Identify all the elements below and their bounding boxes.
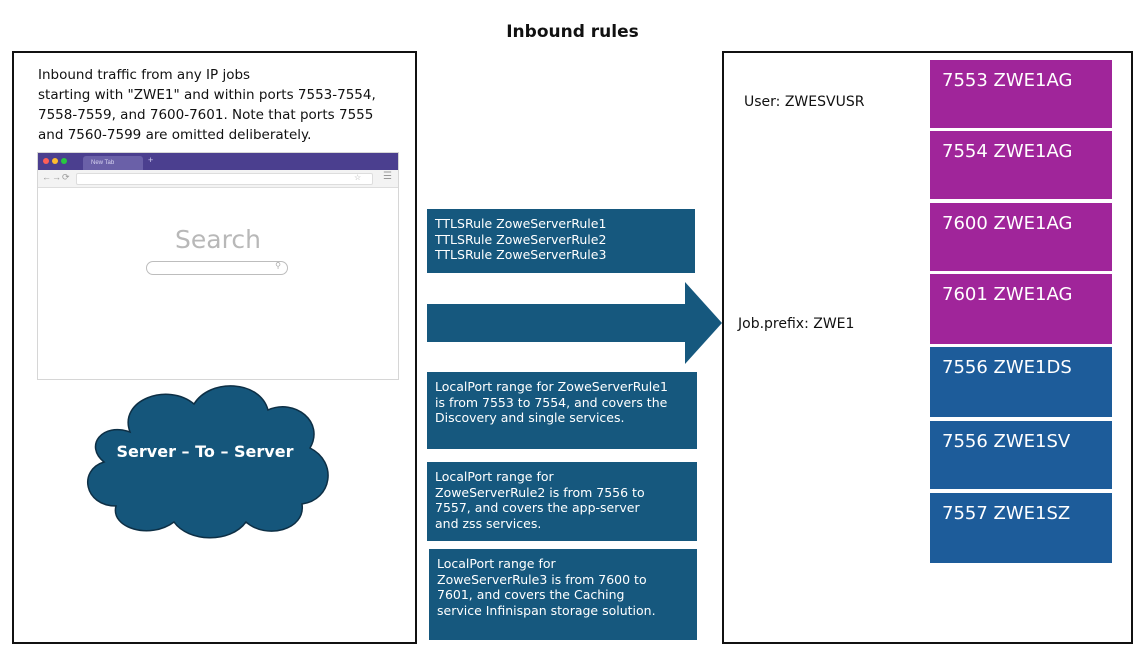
- bookmark-star-icon: ☆: [354, 173, 362, 182]
- new-tab-icon: +: [148, 155, 154, 165]
- search-box: ⚲: [146, 261, 288, 275]
- address-bar: [76, 173, 373, 185]
- left-panel: Inbound traffic from any IP jobs startin…: [12, 51, 417, 644]
- rule2-line: 7557, and covers the app-server: [435, 500, 640, 515]
- close-dot-icon: [43, 158, 49, 164]
- port-block-7554: 7554 ZWE1AG: [930, 131, 1112, 199]
- cloud-label: Server – To – Server: [116, 442, 294, 461]
- browser-window-illustration: New Tab + ←→⟳ ☆ ☰ Search ⚲: [37, 152, 399, 380]
- rule2-line: ZoweServerRule2 is from 7556 to: [435, 484, 645, 500]
- port-block-7557: 7557 ZWE1SZ: [930, 493, 1112, 563]
- cloud-shape: [87, 385, 329, 539]
- rule3-line: 7601, and covers the Caching: [437, 587, 625, 602]
- rule1-line: is from 7553 to 7554, and covers the: [435, 394, 668, 410]
- browser-tab: New Tab: [83, 156, 143, 170]
- ttls-rule-line: TTLSRule ZoweServerRule3: [435, 247, 607, 262]
- job-prefix-label: Job.prefix: ZWE1: [738, 316, 855, 332]
- ttls-rule-line: TTLSRule ZoweServerRule1: [435, 216, 607, 231]
- ttls-rules-box: TTLSRule ZoweServerRule1 TTLSRule ZoweSe…: [427, 209, 695, 273]
- search-word: Search: [175, 225, 261, 254]
- maximize-dot-icon: [61, 158, 67, 164]
- user-label: User: ZWESVUSR: [744, 94, 865, 110]
- nav-arrows-icon: ←→⟳: [42, 172, 71, 182]
- rule3-line: LocalPort range for: [437, 556, 556, 571]
- port-block-7556-ds: 7556 ZWE1DS: [930, 347, 1112, 417]
- flow-arrow: [427, 282, 722, 364]
- minimize-dot-icon: [52, 158, 58, 164]
- browser-nav-bar: ←→⟳ ☆ ☰: [38, 170, 398, 188]
- ttls-rule-line: TTLSRule ZoweServerRule2: [435, 231, 607, 247]
- rule3-description-box: LocalPort range for ZoweServerRule3 is f…: [429, 549, 697, 640]
- port-block-7556-sv: 7556 ZWE1SV: [930, 421, 1112, 489]
- port-block-7600: 7600 ZWE1AG: [930, 203, 1112, 271]
- diagram-title: Inbound rules: [506, 22, 639, 42]
- arrow-shape: [427, 282, 722, 364]
- description-line: 7558-7559, and 7600-7601. Note that port…: [38, 107, 374, 123]
- description-line: starting with "ZWE1" and within ports 75…: [38, 87, 376, 103]
- rule1-description-box: LocalPort range for ZoweServerRule1 is f…: [427, 372, 697, 449]
- search-icon: ⚲: [275, 261, 281, 270]
- description-line: and 7560-7599 are omitted deliberately.: [38, 127, 312, 143]
- menu-icon: ☰: [383, 171, 392, 182]
- port-block-7553: 7553 ZWE1AG: [930, 60, 1112, 128]
- rule3-line: service Infinispan storage solution.: [437, 602, 656, 618]
- rule1-line: LocalPort range for ZoweServerRule1: [435, 379, 668, 394]
- description-line: Inbound traffic from any IP jobs: [38, 67, 251, 83]
- server-to-server-cloud: Server – To – Server: [70, 370, 340, 540]
- rule1-line: Discovery and single services.: [435, 410, 625, 425]
- port-block-7601: 7601 ZWE1AG: [930, 274, 1112, 344]
- rule2-description-box: LocalPort range for ZoweServerRule2 is f…: [427, 462, 697, 541]
- rule2-line: LocalPort range for: [435, 469, 554, 484]
- rule3-line: ZoweServerRule3 is from 7600 to: [437, 571, 647, 587]
- inbound-description: Inbound traffic from any IP jobs startin…: [38, 65, 398, 145]
- cloud-path: [87, 385, 329, 539]
- browser-tab-bar: New Tab +: [38, 153, 398, 170]
- rule2-line: and zss services.: [435, 515, 542, 531]
